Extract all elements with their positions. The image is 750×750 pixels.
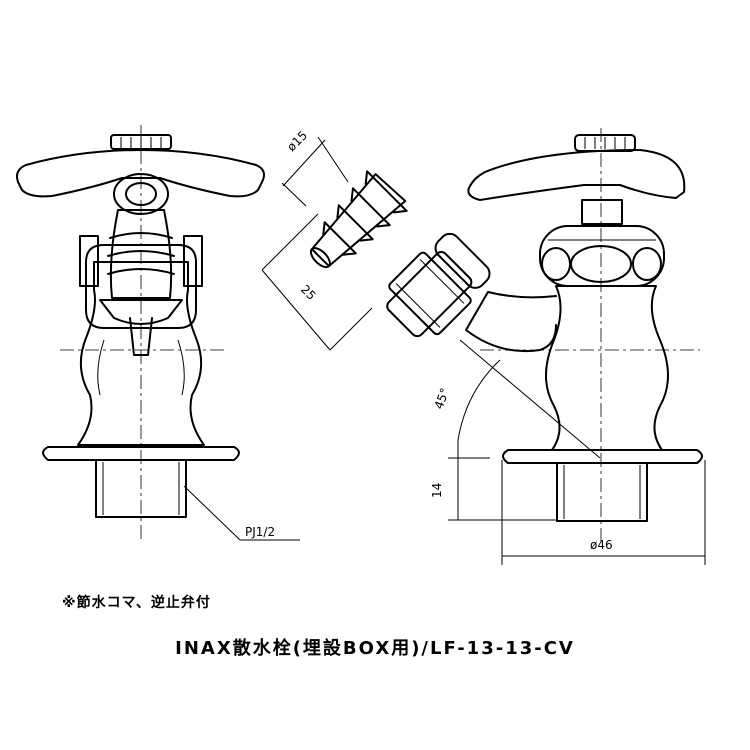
- front-left-clamp: [79, 235, 99, 287]
- dim-46-label: ø46: [590, 538, 613, 552]
- dim-25-label: 25: [298, 282, 319, 303]
- pj-label: PJ1/2: [245, 525, 275, 539]
- footnote: ※節水コマ、逆止弁付: [62, 595, 211, 611]
- side-handle: [467, 149, 686, 201]
- dim-14: 14: [430, 440, 556, 521]
- pj-leader-line: [183, 485, 300, 541]
- dim-angle: 45°: [432, 339, 601, 459]
- side-hose-coupling: [386, 232, 491, 338]
- front-hose-nozzle: [107, 173, 175, 299]
- side-hose-nozzle: [309, 170, 408, 269]
- product-title: INAX散水栓(埋設BOX用)/LF-13-13-CV: [175, 638, 575, 659]
- front-handle-wheel: [16, 149, 265, 198]
- dim-25: 25: [261, 213, 373, 351]
- front-collar-nut: [85, 244, 197, 329]
- dim-14-label: 14: [430, 483, 444, 498]
- front-flange: [42, 446, 240, 461]
- side-thread: [556, 462, 648, 522]
- dim-15: ø15: [281, 128, 349, 207]
- front-view: PJ1/2: [16, 125, 300, 541]
- side-flange: [502, 449, 703, 464]
- front-right-clamp: [183, 235, 203, 287]
- front-body: [77, 261, 205, 446]
- front-handle-knob: [110, 134, 172, 150]
- side-handle-knob: [574, 134, 636, 152]
- side-body: [545, 285, 669, 451]
- angle-label: 45°: [432, 386, 452, 411]
- dim-15-label: ø15: [284, 128, 310, 154]
- dim-46: ø46: [501, 460, 706, 565]
- side-stem: [581, 199, 623, 225]
- side-valve-bonnet: [539, 225, 665, 287]
- side-view: ø15 25 45° 14 ø46: [261, 128, 706, 565]
- side-spout-elbow: [465, 291, 557, 353]
